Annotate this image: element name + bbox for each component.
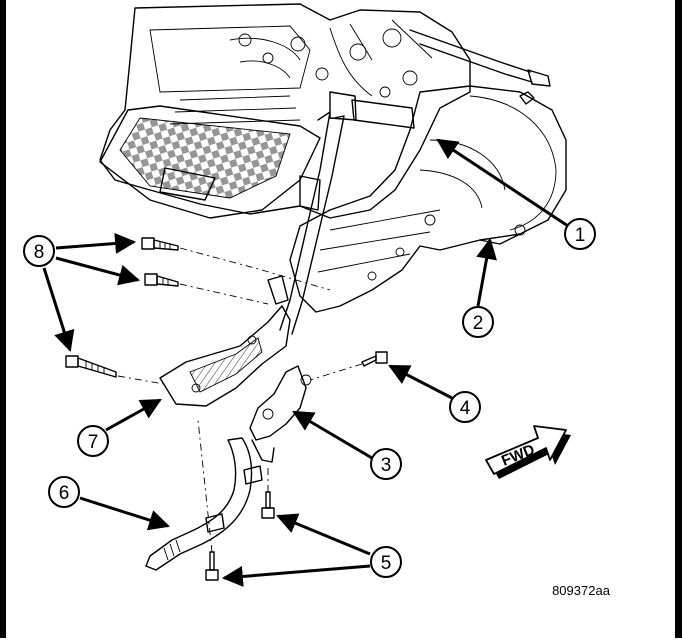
- exhaust-pipe-assembly: [279, 91, 415, 335]
- bolt-4: [361, 351, 388, 367]
- support-bracket-7: [159, 275, 291, 407]
- callout-4: 4: [449, 391, 481, 423]
- callout-7: 7: [77, 425, 109, 457]
- callout-1: 1: [564, 218, 596, 250]
- fwd-direction-arrow: FWD: [485, 425, 571, 479]
- callout-number-3: 3: [381, 455, 392, 476]
- exhaust-pipe-6: [145, 437, 263, 571]
- bolt-5a: [261, 491, 275, 519]
- engine-block: [99, 3, 551, 219]
- leader-arrow-4: [388, 364, 453, 400]
- leader-arrow-8a: [55, 232, 137, 254]
- callout-number-8: 8: [34, 242, 45, 263]
- leader-arrow-8b: [55, 256, 141, 286]
- right-border-bar: [675, 0, 682, 638]
- leader-arrow-8c: [42, 267, 75, 353]
- bolt-8a: [141, 237, 179, 251]
- assembly-alignment-lines: [117, 247, 363, 553]
- callout-number-5: 5: [381, 553, 392, 574]
- figure-id-label: 809372aa: [552, 583, 611, 598]
- callout-number-4: 4: [460, 398, 471, 419]
- callout-number-7: 7: [88, 432, 99, 453]
- leader-arrow-3: [292, 410, 373, 460]
- callout-8: 8: [23, 235, 55, 267]
- leader-arrow-7: [105, 398, 162, 432]
- oil-pan: [99, 105, 321, 219]
- mount-bracket-3: [249, 365, 312, 463]
- callout-2: 2: [462, 306, 494, 338]
- callout-3: 3: [370, 448, 402, 480]
- leader-arrow-2: [476, 237, 497, 307]
- leader-arrow-5b: [221, 564, 371, 587]
- bolt-8c: [65, 355, 117, 378]
- bolt-8b: [144, 273, 179, 287]
- callout-number-1: 1: [575, 225, 586, 246]
- leader-arrow-6: [79, 496, 171, 531]
- callout-6: 6: [48, 476, 80, 508]
- callout-leaders: [42, 138, 569, 587]
- left-border-bar: [0, 0, 6, 638]
- leader-arrow-1: [436, 138, 569, 228]
- bolt-5b: [205, 551, 219, 581]
- callout-number-6: 6: [59, 483, 70, 504]
- callout-5: 5: [370, 546, 402, 578]
- leader-arrow-5a: [276, 513, 371, 556]
- callout-number-2: 2: [473, 313, 484, 334]
